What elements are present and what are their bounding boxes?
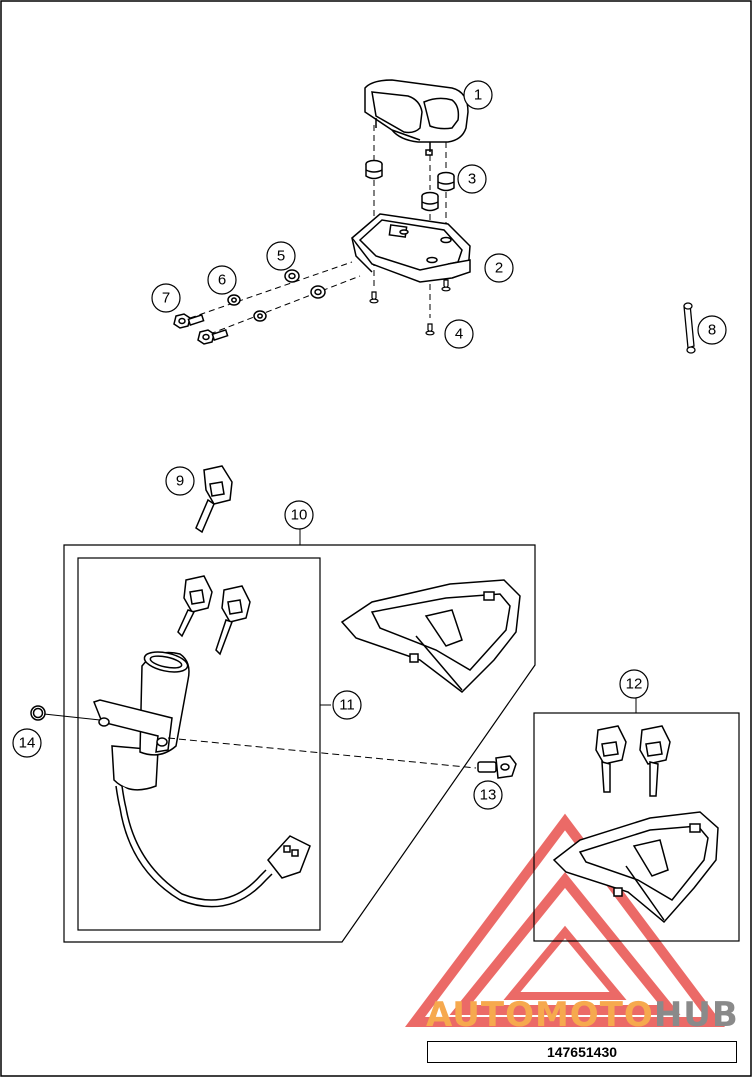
bushings [284, 269, 326, 299]
callout-label: 9 [176, 473, 184, 490]
callout-circle [151, 283, 181, 313]
callout-circle [444, 319, 474, 349]
callout-5: 5 [266, 241, 296, 271]
assembly-guide-line-13 [167, 737, 477, 769]
callout-label: 13 [480, 787, 497, 804]
callout-label: 11 [339, 697, 355, 714]
washers [227, 294, 267, 322]
ignition-switch [93, 651, 311, 908]
callout-10: 10 [284, 500, 314, 530]
callout-circle [697, 315, 727, 345]
ignition-lock-set-frame [63, 544, 536, 943]
callout-circle [284, 500, 314, 530]
callout-circle [266, 241, 296, 271]
watermark-logo: AUTOMOTOHUB [426, 995, 739, 1035]
callout-label: 6 [218, 272, 226, 289]
callout-label: 7 [162, 290, 170, 307]
callout-circle [473, 780, 503, 810]
callout-14: 14 [12, 728, 42, 758]
svg-text:AUTOMOTOHUB: AUTOMOTOHUB [426, 995, 739, 1035]
callout-circle [332, 690, 362, 720]
callout-circle [165, 466, 195, 496]
callout-circle [207, 265, 237, 295]
assembly-guide-line-14 [43, 713, 101, 721]
part-number-box: 147651430 [427, 1041, 737, 1063]
callout-4: 4 [444, 319, 474, 349]
callout-1: 1 [463, 80, 493, 110]
callout-label: 2 [495, 260, 503, 277]
watermark-text-hub: HUB [654, 995, 739, 1035]
small-screws [369, 279, 451, 336]
callout-circle [619, 669, 649, 699]
callout-circle [457, 164, 487, 194]
spare-keys-set [595, 725, 671, 797]
ignition-switch-frame [77, 557, 321, 931]
callout-9: 9 [165, 466, 195, 496]
callout-circle [12, 728, 42, 758]
callout-6: 6 [207, 265, 237, 295]
callout-label: 14 [19, 735, 36, 752]
bolts [173, 313, 229, 345]
lock-cover-set [552, 811, 719, 924]
callout-label: 5 [277, 248, 285, 265]
callout-label: 4 [455, 326, 463, 343]
cable-tie [683, 302, 696, 354]
callout-12: 12 [619, 669, 649, 699]
callout-7: 7 [151, 283, 181, 313]
callout-3: 3 [457, 164, 487, 194]
callout-circle [463, 80, 493, 110]
part-number: 147651430 [546, 1044, 618, 1060]
rubber-grommets [365, 159, 455, 212]
lock-cover [340, 579, 521, 693]
callout-label: 8 [708, 322, 716, 339]
callout-label: 3 [468, 171, 476, 188]
spare-key [195, 465, 233, 534]
retaining-ring [30, 705, 46, 721]
callout-2: 2 [484, 253, 514, 283]
instrument-bracket [350, 213, 471, 283]
callout-13: 13 [473, 780, 503, 810]
watermark-triangle [405, 813, 725, 1027]
ignition-keys [177, 575, 251, 656]
callout-label: 10 [291, 507, 308, 524]
mounting-bolt [477, 755, 517, 779]
watermark-text-automoto: AUTOMOTO [426, 995, 654, 1035]
callout-label: 12 [626, 676, 643, 693]
callout-8: 8 [697, 315, 727, 345]
instrument-cluster [364, 79, 469, 156]
callout-circle [484, 253, 514, 283]
callout-label: 1 [474, 87, 482, 104]
callout-11: 11 [332, 690, 362, 720]
